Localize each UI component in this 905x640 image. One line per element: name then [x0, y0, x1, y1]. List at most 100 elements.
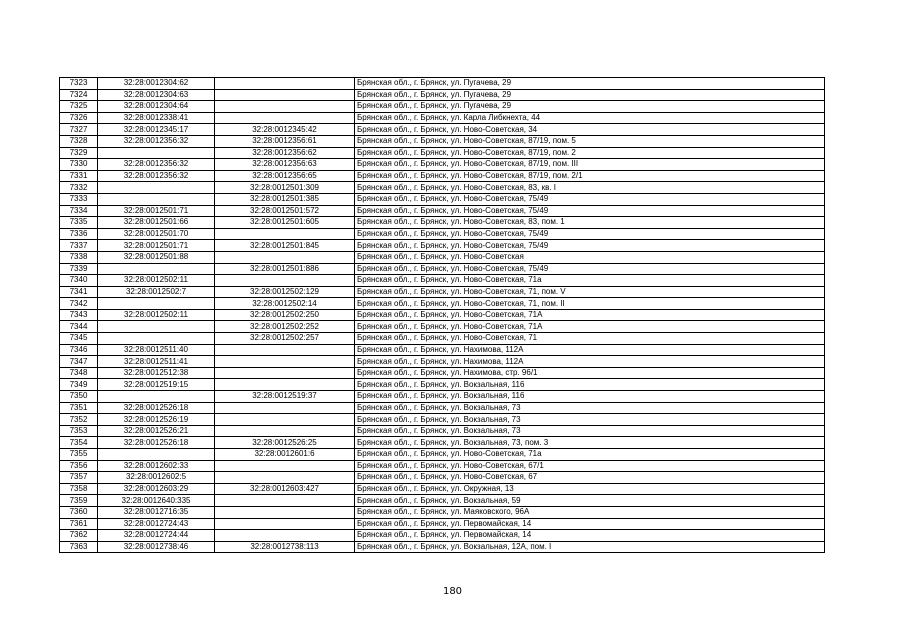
address-cell: Брянская обл., г. Брянск, ул. Ново-Совет… [354, 471, 825, 484]
row-number-cell: 7353 [59, 424, 98, 438]
row-number-cell: 7351 [59, 401, 98, 415]
address-cell: Брянская обл., г. Брянск, ул. Ново-Совет… [354, 192, 825, 206]
address-cell: Брянская обл., г. Брянск, ул. Первомайск… [354, 529, 825, 542]
row-number-cell: 7361 [59, 517, 98, 531]
cadastral-number-cell [97, 262, 215, 276]
cadastral-number-cell [214, 424, 355, 438]
address-cell: Брянская обл., г. Брянск, ул. Ново-Совет… [354, 134, 825, 148]
cadastral-number-cell: 32:28:0012502:14 [214, 297, 355, 310]
row-number-cell: 7331 [59, 169, 98, 183]
page-number: 180 [442, 586, 463, 597]
cadastral-number-cell [214, 471, 355, 484]
address-cell: Брянская обл., г. Брянск, ул. Ново-Совет… [354, 158, 825, 171]
row-number-cell: 7337 [59, 239, 98, 252]
address-cell: Брянская обл., г. Брянск, ул. Ново-Совет… [354, 169, 825, 183]
address-cell: Брянская обл., г. Брянск, ул. Ново-Совет… [354, 123, 825, 136]
cadastral-number-cell: 32:28:0012511:41 [97, 355, 215, 368]
cadastral-number-cell: 32:28:0012640:335 [97, 494, 215, 507]
cadastral-number-cell: 32:28:0012356:65 [214, 169, 355, 183]
row-number-cell: 7347 [59, 355, 98, 368]
row-number-cell: 7363 [59, 540, 98, 554]
cadastral-number-cell: 32:28:0012501:845 [214, 239, 355, 252]
address-cell: Брянская обл., г. Брянск, ул. Нахимова, … [354, 343, 825, 357]
address-cell: Брянская обл., г. Брянск, ул. Ново-Совет… [354, 181, 825, 194]
cadastral-number-cell: 32:28:0012738:46 [97, 540, 215, 554]
address-cell: Брянская обл., г. Брянск, ул. Ново-Совет… [354, 250, 825, 264]
cadastral-number-cell: 32:28:0012356:62 [214, 146, 355, 160]
cadastral-number-cell: 32:28:0012738:113 [214, 540, 355, 554]
cadastral-number-cell: 32:28:0012501:572 [214, 204, 355, 218]
address-cell: Брянская обл., г. Брянск, ул. Ново-Совет… [354, 297, 825, 310]
cadastral-number-cell [214, 378, 355, 392]
row-number-cell: 7352 [59, 413, 98, 426]
row-number-cell: 7345 [59, 332, 98, 345]
address-cell: Брянская обл., г. Брянск, ул. Ново-Совет… [354, 262, 825, 276]
cadastral-number-cell: 32:28:0012511:40 [97, 343, 215, 357]
address-cell: Брянская обл., г. Брянск, ул. Ново-Совет… [354, 146, 825, 160]
cadastral-number-cell [214, 366, 355, 380]
address-cell: Брянская обл., г. Брянск, ул. Вокзальная… [354, 413, 825, 426]
cadastral-number-cell: 32:28:0012501:71 [97, 204, 215, 218]
cadastral-number-cell: 32:28:0012345:17 [97, 123, 215, 136]
address-cell: Брянская обл., г. Брянск, ул. Нахимова, … [354, 355, 825, 368]
row-number-cell: 7327 [59, 123, 98, 136]
address-cell: Брянская обл., г. Брянск, ул. Ново-Совет… [354, 239, 825, 252]
address-cell: Брянская обл., г. Брянск, ул. Ново-Совет… [354, 274, 825, 287]
address-cell: Брянская обл., г. Брянск, ул. Ново-Совет… [354, 227, 825, 241]
row-number-cell: 7342 [59, 297, 98, 310]
cadastral-number-cell [97, 192, 215, 206]
row-number-cell: 7339 [59, 262, 98, 276]
row-number-cell: 7332 [59, 181, 98, 194]
cadastral-number-cell: 32:28:0012526:18 [97, 401, 215, 415]
cadastral-number-cell: 32:28:0012502:257 [214, 332, 355, 345]
cadastral-number-cell: 32:28:0012304:64 [97, 100, 215, 113]
cadastral-number-cell [214, 343, 355, 357]
cadastral-number-cell: 32:28:0012501:88 [97, 250, 215, 264]
address-cell: Брянская обл., г. Брянск, ул. Первомайск… [354, 517, 825, 531]
address-cell: Брянская обл., г. Брянск, ул. Ново-Совет… [354, 216, 825, 229]
cadastral-number-cell: 32:28:0012501:605 [214, 216, 355, 229]
row-number-cell: 7329 [59, 146, 98, 160]
address-cell: Брянская обл., г. Брянск, ул. Ново-Совет… [354, 204, 825, 218]
cadastral-number-cell [214, 250, 355, 264]
row-number-cell: 7357 [59, 471, 98, 484]
cadastral-number-cell: 32:28:0012356:61 [214, 134, 355, 148]
cadastral-number-cell [214, 111, 355, 125]
cadastral-number-cell: 32:28:0012502:11 [97, 308, 215, 322]
cadastral-number-cell: 32:28:0012526:18 [97, 436, 215, 449]
row-number-cell: 7340 [59, 274, 98, 287]
cadastral-number-cell: 32:28:0012724:43 [97, 517, 215, 531]
row-number-cell: 7349 [59, 378, 98, 392]
cadastral-number-cell: 32:28:0012724:44 [97, 529, 215, 542]
address-cell: Брянская обл., г. Брянск, ул. Ново-Совет… [354, 448, 825, 461]
cadastral-number-cell: 32:28:0012501:886 [214, 262, 355, 276]
